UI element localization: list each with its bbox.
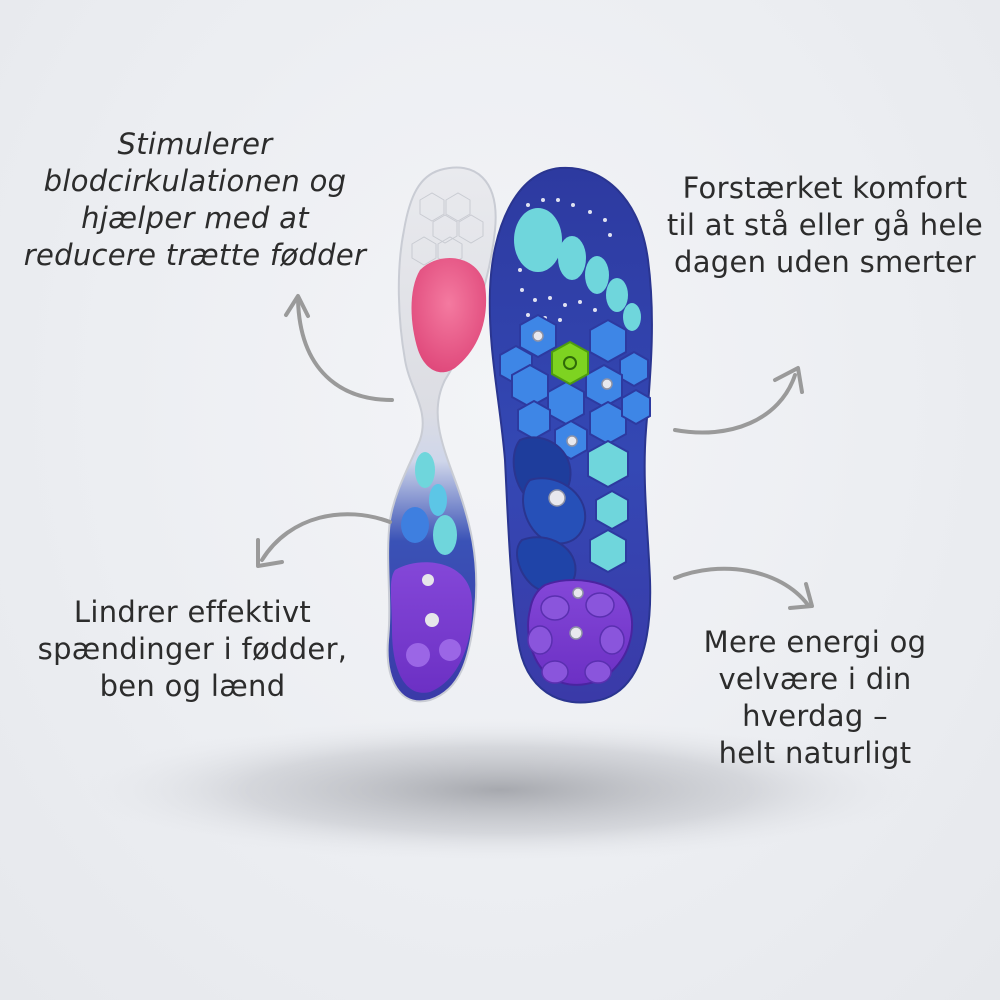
caption-energy: Mere energi og velvære i din hverdag – h… (650, 624, 980, 772)
curved-arrow-icon (673, 566, 810, 607)
floor-shadow (80, 718, 920, 862)
caption-line: Forstærket komfort (682, 171, 968, 205)
caption-line: Mere energi og (703, 625, 927, 659)
caption-line: helt naturligt (718, 736, 912, 770)
pink-heel-pad (411, 258, 487, 373)
caption-line: hjælper med at (81, 201, 309, 235)
caption-line: spændinger i fødder, (37, 632, 348, 666)
big-toe-pad (514, 208, 562, 272)
curved-arrow-icon (673, 373, 797, 435)
caption-comfort: Forstærket komfort til at stå eller gå h… (650, 170, 1000, 281)
caption-relief: Lindrer effektivt spændinger i fødder, b… (0, 594, 385, 705)
caption-line: til at stå eller gå hele (666, 208, 984, 242)
curved-arrow-icon (260, 512, 392, 562)
caption-line: velvære i din (718, 662, 912, 696)
green-center-accent (551, 340, 589, 386)
curved-arrow-icon (296, 298, 394, 402)
caption-line: Lindrer effektivt (73, 595, 312, 629)
caption-line: reducere trætte fødder (23, 238, 367, 272)
caption-blood-circulation: Stimulerer blodcirkulationen og hjælper … (0, 126, 390, 274)
insole-left-twisted (386, 166, 497, 703)
insole-right (488, 166, 653, 704)
caption-line: hverdag – (742, 699, 888, 733)
caption-line: ben og lænd (99, 669, 286, 703)
caption-line: dagen uden smerter (674, 245, 976, 279)
caption-line: blodcirkulationen og (43, 164, 347, 198)
caption-line: Stimulerer (117, 127, 273, 161)
